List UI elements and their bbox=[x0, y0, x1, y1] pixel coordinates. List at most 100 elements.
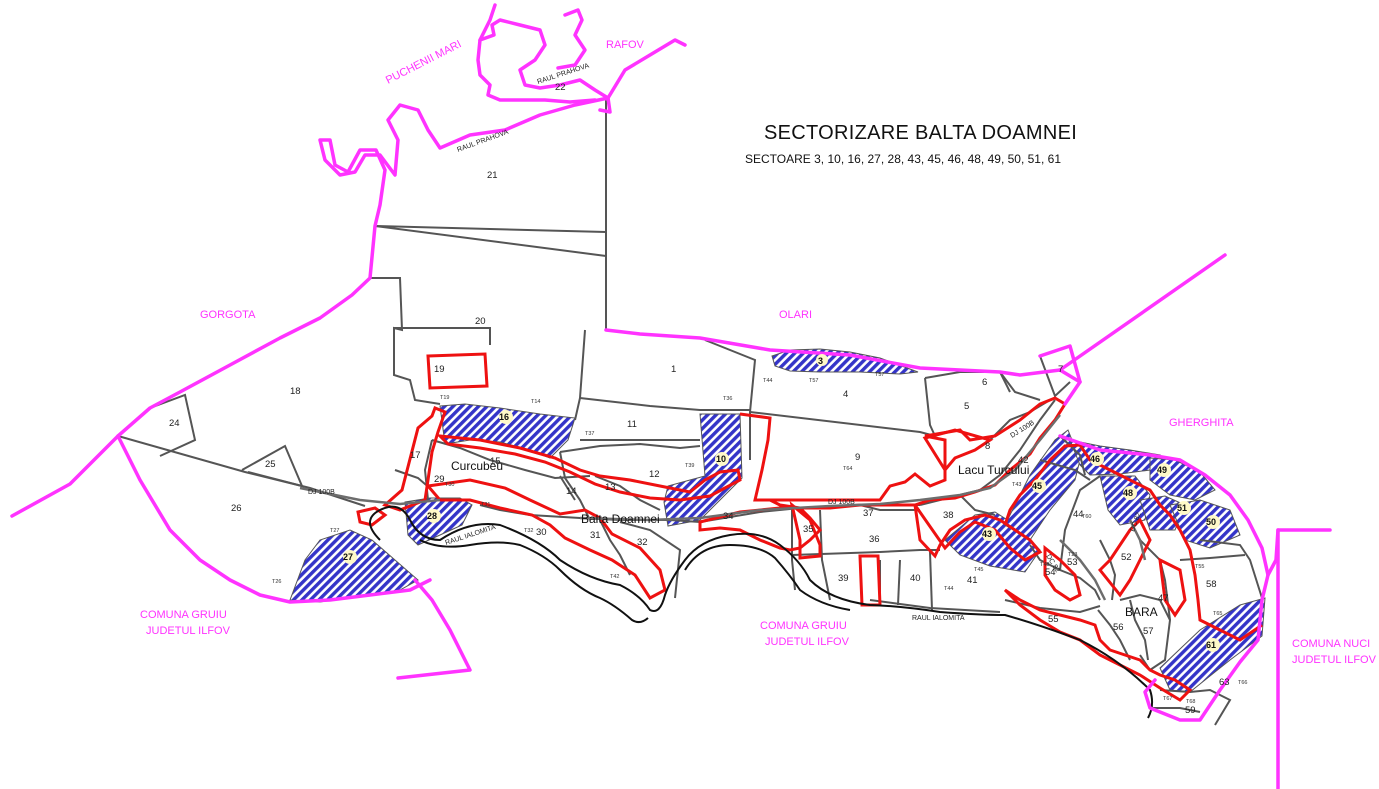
parcel-label: 25 bbox=[265, 459, 276, 470]
label-village-bara: BARA bbox=[1125, 605, 1158, 619]
parcel-label: 34 bbox=[723, 511, 734, 522]
svg-text:61: 61 bbox=[1206, 640, 1216, 650]
tarla-label: T39 bbox=[685, 463, 694, 469]
sector-badge-45: 45 bbox=[1032, 479, 1046, 493]
tarla-label: T68 bbox=[1186, 699, 1195, 705]
parcel-label: 8 bbox=[985, 441, 990, 452]
svg-text:3: 3 bbox=[818, 356, 823, 366]
parcel-label: 20 bbox=[475, 316, 486, 327]
svg-text:48: 48 bbox=[1123, 488, 1133, 498]
label-gruiu-west-line2: JUDETUL ILFOV bbox=[146, 625, 231, 637]
sector-badge-10: 10 bbox=[715, 452, 729, 466]
parcel-label: 37 bbox=[863, 508, 874, 519]
parcel-label: 36 bbox=[869, 534, 880, 545]
tarla-label: T44 bbox=[763, 378, 772, 384]
parcel-label: 55 bbox=[1048, 614, 1059, 625]
tarla-label: T36 bbox=[723, 396, 732, 402]
label-gherghita: GHERGHITA bbox=[1169, 417, 1234, 429]
boundaries bbox=[10, 3, 1332, 789]
tarla-label: T43 bbox=[1012, 482, 1021, 488]
parcel-label: 14 bbox=[566, 486, 577, 497]
sector-badge-27: 27 bbox=[343, 550, 357, 564]
svg-text:16: 16 bbox=[499, 412, 509, 422]
parcel-label: 41 bbox=[967, 575, 978, 586]
parcel-label: 15 bbox=[490, 456, 501, 467]
sector-badge-49: 49 bbox=[1157, 463, 1171, 477]
rivers bbox=[369, 505, 1154, 719]
sector-outlines bbox=[356, 352, 1263, 702]
label-gruiu-mid-line1: COMUNA GRUIU bbox=[760, 620, 847, 632]
parcel-label: 24 bbox=[169, 418, 180, 429]
svg-text:51: 51 bbox=[1177, 503, 1187, 513]
parcel-label: 22 bbox=[555, 82, 566, 93]
sector-badge-61: 61 bbox=[1206, 638, 1220, 652]
parcel-label: 57 bbox=[1143, 626, 1154, 637]
sector-badge-46: 46 bbox=[1090, 452, 1104, 466]
svg-text:27: 27 bbox=[343, 552, 353, 562]
tarla-label: T27 bbox=[330, 528, 339, 534]
parcel-label: 40 bbox=[910, 573, 921, 584]
parcel-label: 26 bbox=[231, 503, 242, 514]
sector-badge-3: 3 bbox=[816, 354, 828, 366]
parcel-label: 1 bbox=[671, 364, 676, 375]
tarla-label: T32 bbox=[524, 528, 533, 534]
parcel-label: 53 bbox=[1067, 557, 1078, 568]
sector-badge-50: 50 bbox=[1206, 515, 1220, 529]
sector-area-48 bbox=[1099, 475, 1151, 526]
parcel-label: 29 bbox=[434, 474, 445, 485]
parcel-label: 44 bbox=[1073, 509, 1084, 520]
parcel-label: 5 bbox=[964, 401, 969, 412]
label-road-dj-east: DJ 100B bbox=[1009, 419, 1036, 439]
tarla-label: T67 bbox=[1163, 696, 1172, 702]
svg-text:50: 50 bbox=[1206, 517, 1216, 527]
parcel-label: 21 bbox=[487, 170, 498, 181]
sector-area-3 bbox=[771, 348, 919, 375]
parcel-label: 32 bbox=[637, 537, 648, 548]
parcel-label: 9 bbox=[855, 452, 860, 463]
tarla-labels: T44 T57 T36 T37 T39 T19 T14 T30 T31 T32 … bbox=[272, 372, 1247, 705]
label-nuci-line1: COMUNA NUCI bbox=[1292, 638, 1370, 650]
tarla-label: T37 bbox=[585, 431, 594, 437]
sector-area-16 bbox=[439, 403, 576, 459]
tarla-label: T14 bbox=[531, 399, 540, 405]
parcel-label: 18 bbox=[290, 386, 301, 397]
parcel-label: 42 bbox=[1018, 455, 1029, 466]
parcel-label: 12 bbox=[649, 469, 660, 480]
tarla-label: T64 bbox=[843, 466, 852, 472]
village-labels: Curcubeu Balta Doamnei Lacu Turcului BAR… bbox=[451, 459, 1158, 619]
label-village-curcubeu: Curcubeu bbox=[451, 459, 503, 473]
svg-text:43: 43 bbox=[982, 529, 992, 539]
svg-text:46: 46 bbox=[1090, 454, 1100, 464]
parcel-label: 19 bbox=[434, 364, 445, 375]
parcel-label: 6 bbox=[982, 377, 987, 388]
label-village-balta-doamnei: Balta Doamnei bbox=[581, 512, 660, 526]
svg-text:49: 49 bbox=[1157, 465, 1167, 475]
tarla-label: T48 bbox=[1040, 562, 1049, 568]
parcel-label: 59 bbox=[1185, 705, 1196, 716]
label-village-lacu-turcului: Lacu Turcului bbox=[958, 463, 1029, 477]
parcel-label: 56 bbox=[1113, 622, 1124, 633]
tarla-label: T57 bbox=[809, 378, 818, 384]
tarla-label: T44 bbox=[944, 586, 953, 592]
tarla-label: T60 bbox=[1082, 514, 1091, 520]
label-rafov: RAFOV bbox=[606, 39, 645, 51]
sector-badge-51: 51 bbox=[1177, 501, 1191, 515]
svg-text:45: 45 bbox=[1032, 481, 1042, 491]
label-puchenii-mari: PUCHENII MARI bbox=[384, 38, 464, 86]
river-labels: RAUL PRAHOVA RAUL PRAHOVA RAUL IALOMITA … bbox=[444, 62, 964, 622]
parcel-label: 13 bbox=[605, 482, 616, 493]
tarla-label: T42 bbox=[610, 574, 619, 580]
parcel-label: 54 bbox=[1045, 567, 1056, 578]
parcel-label: 35 bbox=[803, 524, 814, 535]
tarla-label: T66 bbox=[1238, 680, 1247, 686]
label-nuci-line2: JUDETUL ILFOV bbox=[1292, 654, 1377, 666]
tarla-label: T23 bbox=[1068, 552, 1077, 558]
sector-labels: 3 10 16 27 28 43 45 46 48 49 50 51 61 bbox=[343, 354, 1220, 652]
label-river-ialomita-east: RAUL IALOMITA bbox=[912, 615, 965, 622]
label-gruiu-mid-line2: JUDETUL ILFOV bbox=[765, 636, 850, 648]
parcel-lines bbox=[117, 100, 1263, 726]
label-gruiu-west-line1: COMUNA GRUIU bbox=[140, 609, 227, 621]
label-olari: OLARI bbox=[779, 309, 812, 321]
parcel-label: 17 bbox=[410, 450, 421, 461]
